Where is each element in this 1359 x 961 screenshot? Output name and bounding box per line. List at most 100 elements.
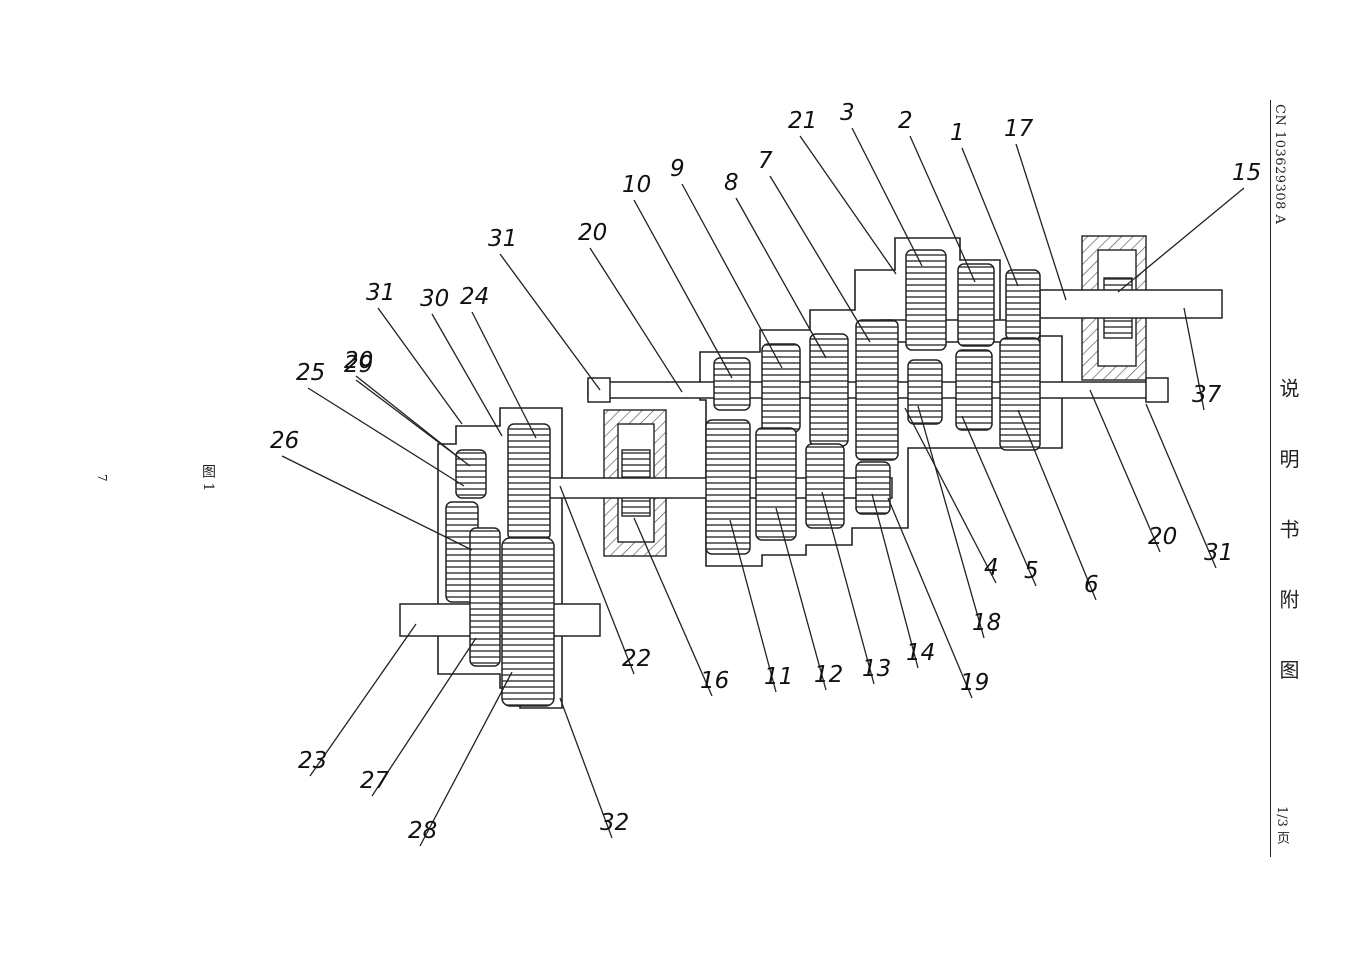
callout-label-32: 30 xyxy=(420,286,449,312)
callout-label-31: 29 xyxy=(344,352,373,378)
callout-label-4: 4 xyxy=(984,555,999,581)
callout-label-3: 3 xyxy=(840,100,855,126)
callout-label-18: 18 xyxy=(972,610,1001,636)
document-title: 说 明 书 附 图 xyxy=(1276,378,1300,702)
callout-label-6: 6 xyxy=(1084,572,1099,598)
gear-3 xyxy=(905,249,947,351)
gear-12 xyxy=(755,427,797,541)
callout-label-25: 23 xyxy=(298,748,327,774)
leader-line-21 xyxy=(1089,389,1161,553)
leader-line-37 xyxy=(1183,307,1205,411)
gear-27 xyxy=(469,527,501,667)
gear-9 xyxy=(761,343,801,433)
callout-label-20: 20 xyxy=(578,220,607,246)
input-shaft xyxy=(1039,289,1223,319)
gear-13 xyxy=(805,443,845,529)
leader-line-24 xyxy=(559,485,635,675)
callout-label-1: 1 xyxy=(950,120,965,146)
callout-label-33: 31 xyxy=(366,280,395,306)
callout-label-13: 13 xyxy=(862,656,891,682)
leader-line-3 xyxy=(851,127,923,267)
leader-line-5 xyxy=(961,415,1037,587)
leader-line-34 xyxy=(499,253,601,391)
gear-4 xyxy=(907,359,943,425)
gear-24 xyxy=(507,423,551,541)
leader-line-12 xyxy=(775,507,827,691)
leader-line-16 xyxy=(633,517,713,697)
callout-label-10: 10 xyxy=(622,172,651,198)
lower-gearbox-housing xyxy=(437,407,563,709)
callout-label-16: 16 xyxy=(700,668,729,694)
patent-number: CN 103629308 A xyxy=(1272,104,1287,225)
leader-line-29 xyxy=(371,637,477,797)
callout-label-28: 26 xyxy=(270,428,299,454)
callout-label-15: 15 xyxy=(1232,160,1261,186)
leader-line-9 xyxy=(681,183,783,369)
callout-label-2: 2 xyxy=(898,108,913,134)
callout-label-11: 11 xyxy=(764,664,793,690)
leader-line-28 xyxy=(281,455,473,551)
page-indicator: 1/3 页 xyxy=(1274,806,1289,845)
leader-line-35 xyxy=(1145,403,1217,569)
gear-11 xyxy=(705,419,751,555)
callout-label-37: 37 xyxy=(1192,382,1222,408)
callout-label-26: 24 xyxy=(460,284,489,310)
gear-28 xyxy=(501,537,555,707)
input-shaft-end xyxy=(1145,377,1169,403)
upper-gearbox-housing xyxy=(699,237,1063,567)
callout-label-36: 32 xyxy=(600,810,629,836)
callout-label-12: 12 xyxy=(814,662,843,688)
gear-5 xyxy=(955,349,993,431)
leader-line-18 xyxy=(917,405,985,639)
leader-line-30 xyxy=(419,671,513,847)
leader-line-6 xyxy=(1017,409,1097,601)
leader-line-25 xyxy=(309,623,417,777)
leader-line-1 xyxy=(961,147,1019,287)
figure-caption: 图 1 xyxy=(200,464,216,492)
leader-line-19 xyxy=(887,497,973,699)
upper-shaft-end xyxy=(587,377,611,403)
gear-10 xyxy=(713,357,751,411)
page-number: 7 xyxy=(95,474,109,482)
gear-25 xyxy=(455,449,487,499)
leader-line-15 xyxy=(1117,187,1245,293)
leader-line-2 xyxy=(909,135,976,283)
gear-2 xyxy=(957,263,995,347)
gear-14 xyxy=(855,461,891,515)
callout-label-17: 17 xyxy=(1004,116,1034,142)
header-rule xyxy=(1270,100,1271,857)
callout-label-30: 28 xyxy=(408,818,437,844)
callout-label-8: 8 xyxy=(724,170,739,196)
callout-label-19: 19 xyxy=(960,670,989,696)
gear-6 xyxy=(999,337,1041,451)
callout-label-14: 14 xyxy=(906,640,935,666)
leader-line-13 xyxy=(821,491,875,685)
leader-line-36 xyxy=(559,697,613,839)
callout-label-34: 31 xyxy=(488,226,517,252)
leader-line-10 xyxy=(633,199,733,379)
leader-line-23 xyxy=(799,135,897,275)
callout-label-23: 21 xyxy=(788,108,817,134)
callout-label-9: 9 xyxy=(670,156,685,182)
leader-line-7 xyxy=(769,175,871,343)
leader-line-31 xyxy=(355,379,471,467)
leader-line-4 xyxy=(904,407,997,584)
callout-label-21: 20 xyxy=(1148,524,1177,550)
callout-label-22: 20 xyxy=(344,348,373,374)
callout-label-29: 27 xyxy=(360,768,390,794)
callout-label-35: 31 xyxy=(1204,540,1233,566)
callout-label-5: 5 xyxy=(1024,558,1039,584)
callout-label-24: 22 xyxy=(622,646,651,672)
gear-8 xyxy=(809,333,849,447)
callout-label-27: 25 xyxy=(296,360,325,386)
gear-7 xyxy=(855,319,899,461)
leader-line-11 xyxy=(729,519,777,693)
leader-line-26 xyxy=(471,311,537,439)
leader-line-20 xyxy=(589,247,683,393)
leader-line-8 xyxy=(735,197,827,359)
leader-line-32 xyxy=(431,313,503,437)
leader-line-17 xyxy=(1015,143,1067,301)
leader-line-27 xyxy=(307,387,465,487)
